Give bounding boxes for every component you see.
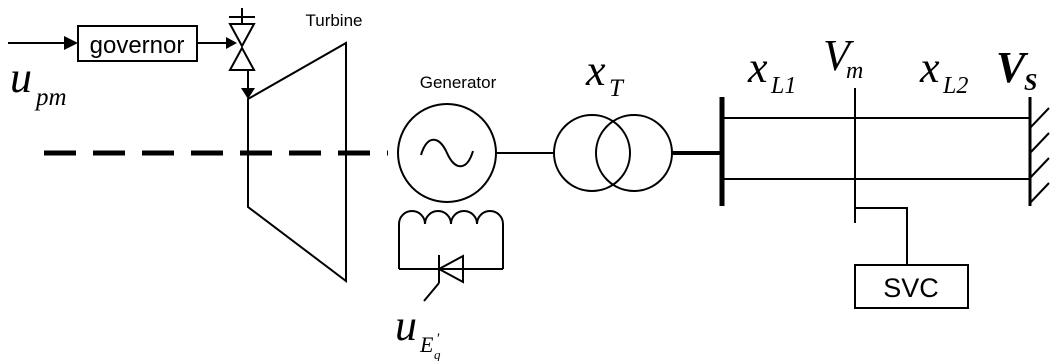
u-pm-symbol: u pm: [10, 53, 67, 111]
sine-wave-icon: [420, 138, 474, 168]
excitation-winding-icon: [398, 210, 504, 244]
transformer-primary-coil: [553, 114, 631, 192]
ground-hatch-4: [1029, 182, 1050, 204]
ground-hatch-2: [1029, 132, 1050, 154]
x-l2-base: x: [919, 43, 940, 92]
x-t-base: x: [585, 46, 606, 95]
valve-upper-triangle: [228, 23, 256, 49]
ground-hatch-1: [1029, 107, 1050, 129]
generator-label: Generator: [420, 73, 497, 92]
x-l1-base: x: [747, 43, 768, 92]
transformer: [553, 114, 673, 192]
u-pm-sub: pm: [34, 84, 67, 111]
x-t-sub: T: [609, 75, 625, 102]
governor-label: governor: [90, 32, 185, 59]
x-t-symbol: x T: [585, 46, 625, 102]
thyristor-gate: [423, 282, 440, 302]
u-eq-symbol: u E ′ q: [395, 301, 441, 361]
x-l1-sub: L1: [770, 73, 796, 99]
infinite-bus: [1028, 97, 1050, 206]
turbine: Turbine: [247, 11, 363, 284]
v-s-base: V: [996, 43, 1029, 92]
v-m-base: V: [823, 31, 855, 80]
u-eq-sub: E: [419, 332, 434, 357]
svc-connection-line: [855, 207, 908, 265]
v-s-sub: S: [1024, 70, 1037, 96]
x-l1-symbol: x L1: [747, 43, 796, 99]
ground-hatch-3: [1029, 157, 1050, 179]
u-pm-base: u: [10, 53, 32, 102]
thyristor-icon: [436, 254, 464, 284]
v-m-symbol: V m: [823, 31, 863, 84]
turbine-body: [247, 41, 347, 284]
u-eq-prime: ′: [436, 331, 440, 347]
transformer-secondary-coil: [595, 114, 673, 192]
governor-output-arrowhead: [226, 37, 237, 49]
svc-label: SVC: [883, 273, 939, 303]
u-eq-base: u: [395, 301, 417, 350]
x-l2-sub: L2: [942, 73, 968, 99]
generator: Generator: [397, 73, 497, 203]
svc-block: SVC: [854, 264, 969, 309]
svc-box: [854, 264, 969, 309]
x-l2-symbol: x L2: [919, 43, 968, 99]
v-m-sub: m: [846, 58, 863, 84]
input-arrowhead: [64, 36, 78, 50]
turbine-label: Turbine: [305, 11, 362, 30]
governor-block: governor: [77, 25, 198, 62]
valve-lower-triangle: [228, 45, 256, 71]
u-eq-subsub: q: [434, 347, 441, 361]
v-s-symbol: V S: [996, 43, 1037, 96]
valve-to-turbine-arrowhead: [241, 88, 255, 99]
governor-input: [8, 36, 78, 50]
excitation-system: [398, 210, 504, 302]
steam-valve: [228, 8, 256, 99]
